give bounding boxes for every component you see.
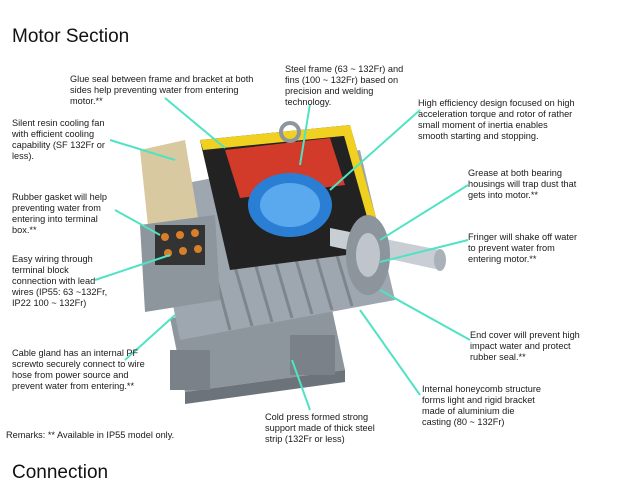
annotation-cold-press: Cold press formed strong support made of…: [265, 412, 375, 444]
annotation-steel-frame: Steel frame (63 ~ 132Fr) and fins (100 ~…: [285, 64, 404, 107]
annotation-cable-gland: Cable gland has an internal PF screwto s…: [12, 348, 145, 391]
annotation-end-cover: End cover will prevent high impact water…: [470, 330, 580, 362]
page-title: Motor Section: [12, 26, 130, 47]
annotation-easy-wiring: Easy wiring through terminal block conne…: [12, 254, 108, 308]
annotation-fringer: Fringer will shake off water to prevent …: [468, 232, 578, 264]
annotation-grease: Grease at both bearing housings will tra…: [468, 168, 577, 200]
annotation-honeycomb: Internal honeycomb structure forms light…: [422, 384, 541, 427]
annotation-rubber-gasket: Rubber gasket will help preventing water…: [12, 192, 107, 235]
annotation-high-efficiency: High efficiency design focused on high a…: [418, 98, 575, 141]
remarks-note: Remarks: ** Available in IP55 model only…: [6, 430, 175, 440]
cooling-fan: [140, 140, 200, 245]
annotation-cooling-fan: Silent resin cooling fan with efficient …: [12, 118, 105, 161]
section-title-connection: Connection: [12, 462, 109, 483]
annotation-glue-seal: Glue seal between frame and bracket at b…: [70, 74, 254, 106]
leader-lines: [94, 97, 471, 411]
lifting-eye: [279, 121, 301, 143]
